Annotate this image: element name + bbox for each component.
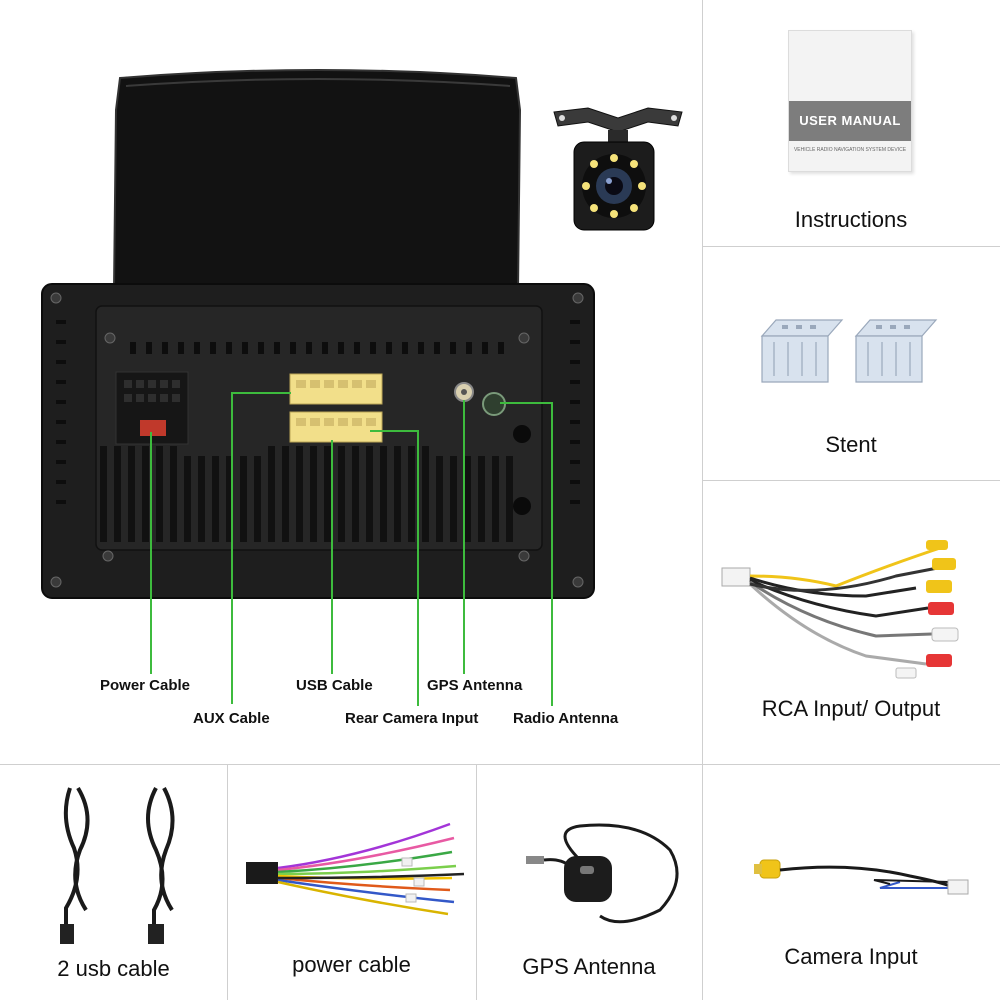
callout-line-power (150, 432, 152, 674)
power-cable-image (238, 818, 470, 918)
caption-stent: Stent (825, 432, 877, 457)
divider-main-right (702, 0, 703, 764)
manual-cover-band: USER MANUAL (789, 101, 911, 141)
callout-line-aux (231, 392, 233, 704)
divider-right-1 (702, 246, 1000, 247)
callout-line-rear-h (370, 430, 418, 432)
usb-cables-image (40, 778, 200, 948)
manual-cover-subtitle: VEHICLE RADIO NAVIGATION SYSTEM DEVICE (793, 147, 907, 153)
callout-line-usb (331, 440, 333, 674)
label-power-cable: Power Cable (100, 677, 191, 694)
gps-antenna-image (520, 820, 690, 930)
caption-gps-antenna: GPS Antenna (522, 954, 656, 979)
head-unit-image (41, 69, 595, 599)
label-aux-cable: AUX Cable (193, 710, 270, 727)
caption-power-cable: power cable (292, 952, 411, 977)
divider-bottom-2 (476, 764, 477, 1000)
divider-bottom (0, 764, 1000, 765)
label-radio-antenna: Radio Antenna (513, 710, 619, 727)
manual-cover-title: USER MANUAL (799, 113, 901, 128)
caption-2-usb-cable: 2 usb cable (57, 956, 170, 981)
divider-bottom-1 (227, 764, 228, 1000)
callout-line-gps (463, 400, 465, 674)
rca-cable-image (716, 536, 972, 696)
callout-line-aux-h (231, 392, 291, 394)
callout-line-radio-h (500, 402, 552, 404)
stent-brackets-image (756, 312, 946, 388)
head-unit-illustration (41, 69, 595, 599)
caption-instructions: Instructions (794, 207, 908, 232)
divider-bottom-3 (702, 764, 703, 1000)
camera-input-cable-image (750, 842, 990, 912)
callout-line-rear (417, 430, 419, 706)
label-gps-antenna: GPS Antenna (427, 677, 523, 694)
divider-right-2 (702, 480, 1000, 481)
caption-rca-input-output: RCA Input/ Output (761, 696, 941, 721)
callout-line-radio (551, 402, 553, 706)
user-manual-image: USER MANUAL VEHICLE RADIO NAVIGATION SYS… (788, 30, 912, 172)
caption-camera-input: Camera Input (784, 944, 918, 969)
label-rear-camera-input: Rear Camera Input (345, 710, 479, 727)
backup-camera-image (548, 104, 688, 236)
label-usb-cable: USB Cable (296, 677, 373, 694)
